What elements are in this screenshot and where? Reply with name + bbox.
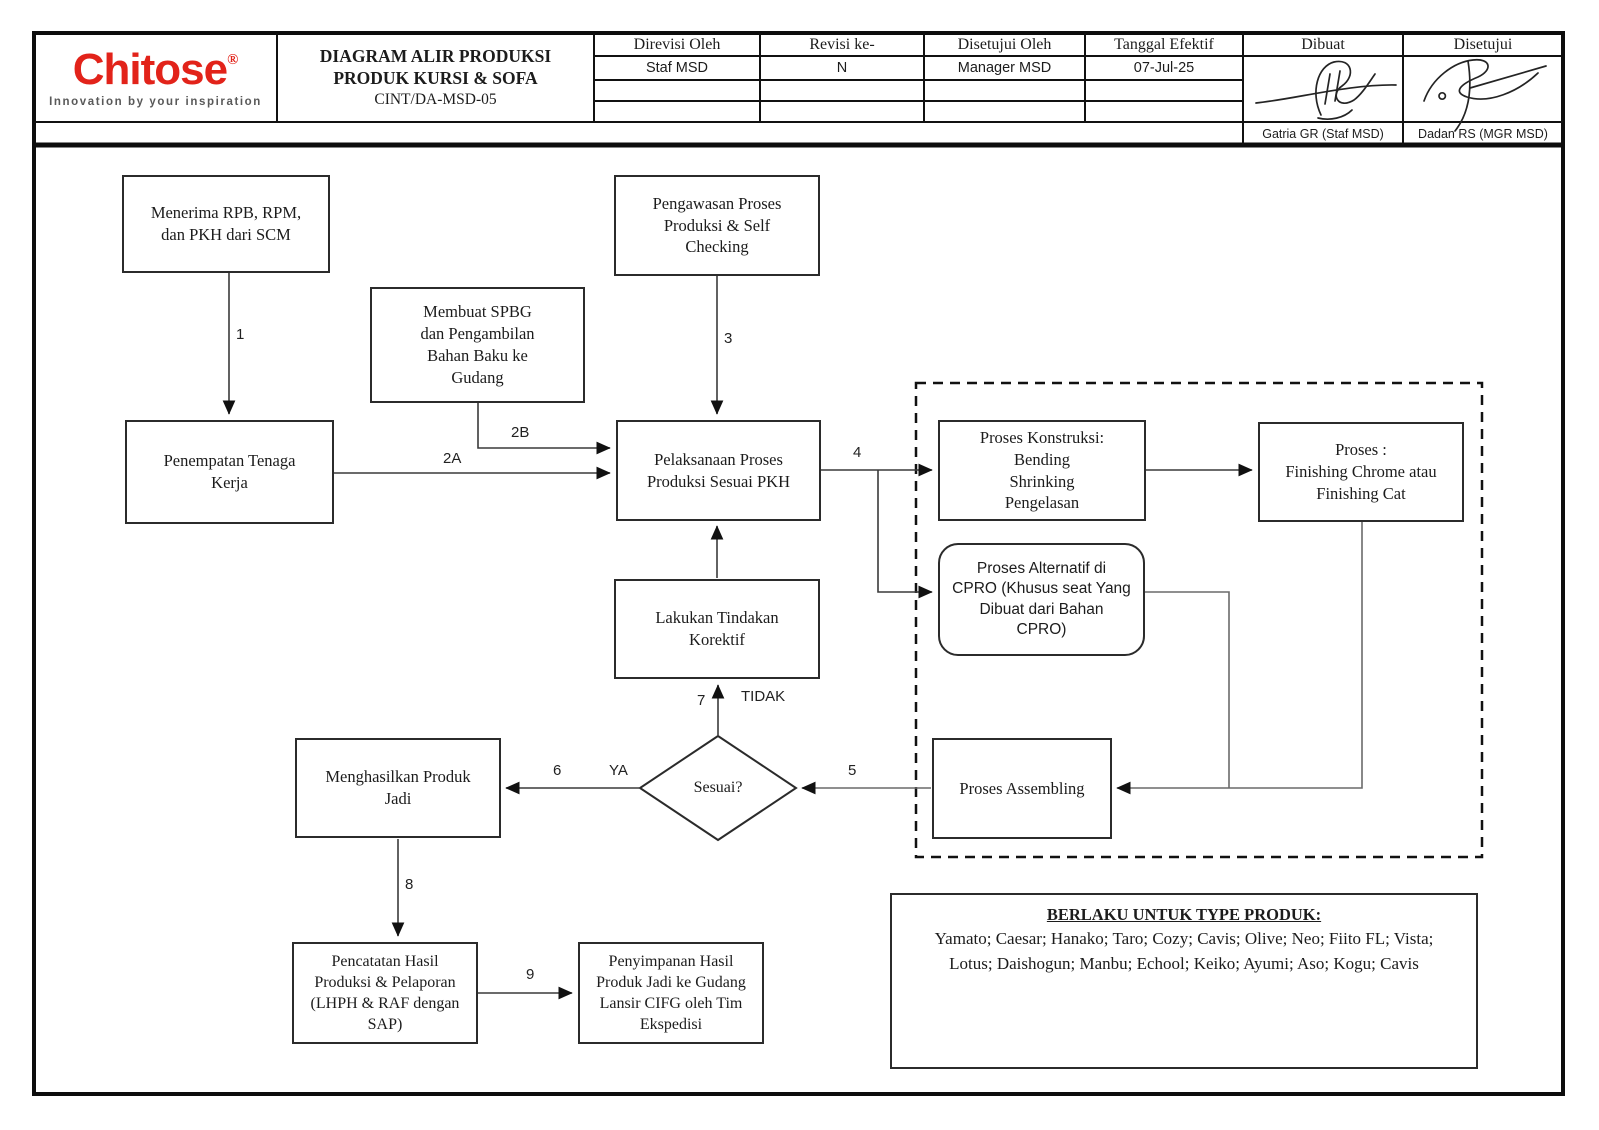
edge-label-tidak: TIDAK bbox=[741, 688, 786, 705]
registered-mark: ® bbox=[227, 51, 239, 68]
doc-title-line1: DIAGRAM ALIR PRODUKSI bbox=[319, 45, 552, 66]
doc-title-line2: PRODUK KURSI & SOFA bbox=[333, 67, 538, 88]
berlaku-note-box: BERLAKU UNTUK TYPE PRODUK: Yamato; Caesa… bbox=[890, 893, 1478, 1069]
node-menerima-rpb: Menerima RPB, RPM, dan PKH dari SCM bbox=[122, 175, 330, 273]
node-menghasilkan-produk-jadi: Menghasilkan Produk Jadi bbox=[295, 738, 501, 838]
node-pelaksanaan-proses: Pelaksanaan Proses Produksi Sesuai PKH bbox=[616, 420, 821, 521]
edge-label-8: 8 bbox=[405, 876, 414, 893]
edge-label-2b: 2B bbox=[511, 424, 530, 441]
edge-label-5: 5 bbox=[848, 762, 857, 779]
brand-wordmark: Chitose bbox=[72, 44, 228, 94]
edge-label-4: 4 bbox=[853, 444, 862, 461]
edge-label-1: 1 bbox=[236, 326, 245, 343]
inspection-dashed-region bbox=[914, 381, 1484, 859]
disetujui-name: Dadan RS (MGR MSD) bbox=[1418, 126, 1548, 141]
col-direvisi-value: Staf MSD bbox=[645, 60, 709, 76]
disetujui-header: Disetujui bbox=[1453, 35, 1513, 53]
doc-code: CINT/DA-MSD-05 bbox=[374, 91, 497, 109]
col-direvisi-header: Direvisi Oleh bbox=[633, 35, 721, 53]
edge-label-9: 9 bbox=[526, 966, 535, 983]
decision-diamond-shape bbox=[638, 734, 798, 842]
col-disetujui-oleh-header: Disetujui Oleh bbox=[957, 35, 1052, 53]
node-penyimpanan-hasil: Penyimpanan Hasil Produk Jadi ke Gudang … bbox=[578, 942, 764, 1044]
edge-label-2a: 2A bbox=[443, 450, 462, 467]
node-proses-assembling: Proses Assembling bbox=[932, 738, 1112, 839]
edge-label-6: 6 bbox=[553, 762, 562, 779]
col-revisi-header: Revisi ke- bbox=[809, 35, 875, 53]
node-pencatatan-hasil: Pencatatan Hasil Produksi & Pelaporan (L… bbox=[292, 942, 478, 1044]
node-proses-alternatif-cpro: Proses Alternatif di CPRO (Khusus seat Y… bbox=[938, 543, 1145, 656]
berlaku-title: BERLAKU UNTUK TYPE PRODUK: bbox=[1046, 905, 1322, 924]
logo: Chitose® Innovation by your inspiration bbox=[36, 35, 275, 120]
berlaku-product-list: Yamato; Caesar; Hanako; Taro; Cozy; Cavi… bbox=[934, 929, 1434, 973]
title-block: DIAGRAM ALIR PRODUKSI PRODUK KURSI & SOF… bbox=[279, 35, 592, 120]
node-lakukan-tindakan-korektif: Lakukan Tindakan Korektif bbox=[614, 579, 820, 679]
brand-tagline: Innovation by your inspiration bbox=[49, 95, 262, 108]
node-proses-konstruksi: Proses Konstruksi: Bending Shrinking Pen… bbox=[938, 420, 1146, 521]
node-decision-sesuai: Sesuai? bbox=[693, 779, 743, 797]
disetujui-signature bbox=[1423, 59, 1547, 132]
node-membuat-spbg: Membuat SPBG dan Pengambilan Bahan Baku … bbox=[370, 287, 585, 403]
col-revisi-value: N bbox=[836, 60, 848, 76]
node-pengawasan-proses: Pengawasan Proses Produksi & Self Checki… bbox=[614, 175, 820, 276]
edge-label-7: 7 bbox=[697, 692, 706, 709]
edge-label-3: 3 bbox=[724, 330, 733, 347]
col-tanggal-value: 07-Jul-25 bbox=[1133, 60, 1195, 76]
col-tanggal-header: Tanggal Efektif bbox=[1114, 35, 1214, 53]
node-penempatan-tenaga-kerja: Penempatan Tenaga Kerja bbox=[125, 420, 334, 524]
page-border bbox=[32, 31, 1565, 1096]
dibuat-name: Gatria GR (Staf MSD) bbox=[1262, 126, 1384, 141]
dibuat-header: Dibuat bbox=[1301, 35, 1345, 53]
col-disetujui-oleh-value: Manager MSD bbox=[957, 60, 1052, 76]
edge-label-ya: YA bbox=[609, 762, 628, 779]
dibuat-signature bbox=[1255, 60, 1397, 120]
node-proses-finishing: Proses : Finishing Chrome atau Finishing… bbox=[1258, 422, 1464, 522]
